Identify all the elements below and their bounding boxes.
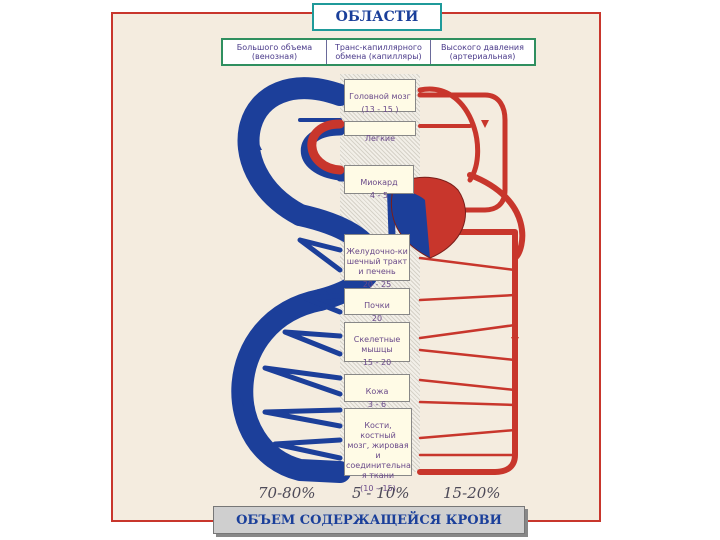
region-venous: Большого объема (венозная) <box>223 40 327 64</box>
organ-label: Почки <box>364 301 390 310</box>
organ-kidneys: Почки 20 <box>344 288 410 323</box>
percent-arterial: 15-20% <box>443 484 501 502</box>
organ-label: Скелетные мышцы <box>353 335 401 354</box>
organ-lungs: Легкие <box>344 121 416 143</box>
organ-brain: Головной мозг (13 - 15 ) <box>344 79 416 114</box>
organ-label: Головной мозг <box>349 92 411 101</box>
region-arterial: Высокого давления (артериальная) <box>441 42 524 61</box>
footer-banner: ОБЪЕМ СОДЕРЖАЩЕЙСЯ КРОВИ <box>213 506 525 534</box>
organ-label: Желудочно-ки шечный тракт и печень <box>346 247 408 276</box>
arterial-vessels <box>307 86 526 475</box>
region-capillary: Транс-капиллярного обмена (капилляры) <box>327 40 431 64</box>
organ-label: Кости, костный мозг, жировая и соедините… <box>346 421 411 480</box>
arterial-arrows <box>481 120 519 345</box>
organ-value: 15 - 20 <box>362 358 392 367</box>
organ-skin: Кожа 3 - 6 <box>344 374 410 409</box>
organ-bone-fat-connective: Кости, костный мозг, жировая и соедините… <box>344 408 412 493</box>
organ-value: 20 - 25 <box>362 280 392 289</box>
organ-value: (10 – 15) <box>360 484 396 493</box>
organ-label: Кожа <box>365 387 389 396</box>
organ-value: 3 - 6 <box>367 400 387 409</box>
organ-gi-liver: Желудочно-ки шечный тракт и печень 20 - … <box>344 234 410 289</box>
organ-label: Легкие <box>364 134 396 143</box>
organ-label: Миокард <box>360 178 398 187</box>
organ-value: 20 <box>371 314 383 323</box>
percent-capillary: 5 - 10% <box>352 484 410 502</box>
organ-skeletal-muscle: Скелетные мышцы 15 - 20 <box>344 322 410 367</box>
diagram-title: ОБЛАСТИ <box>312 3 442 31</box>
organ-value: 4 - 5 <box>369 191 389 200</box>
percent-venous: 70-80% <box>258 484 316 502</box>
organ-value: (13 - 15 ) <box>361 105 399 114</box>
organ-myocardium: Миокард 4 - 5 <box>344 165 414 200</box>
regions-header: Большого объема (венозная) Транс-капилля… <box>221 38 536 66</box>
